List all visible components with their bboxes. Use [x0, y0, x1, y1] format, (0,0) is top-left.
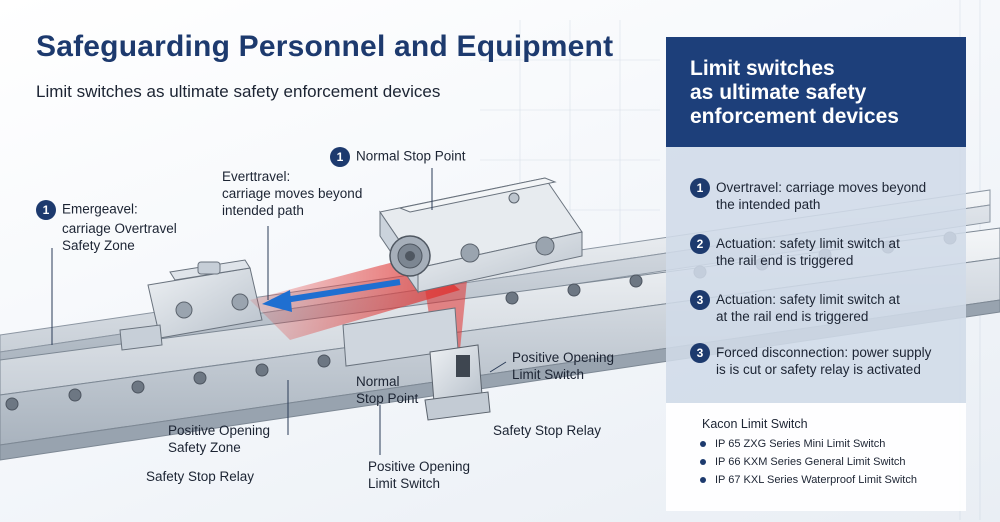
leader-lines	[51, 168, 507, 455]
product-list-title: Kacon Limit Switch	[702, 417, 808, 431]
callout-safety-stop-relay-right: Safety Stop Relay	[493, 423, 602, 438]
callout-normal-stop-point-lower: Normal Stop Point	[356, 374, 419, 406]
page-title: Safeguarding Personnel and Equipment	[36, 30, 614, 63]
step-number-badge: 2	[690, 234, 710, 254]
product-list-box	[666, 403, 966, 511]
callout-overtravel: Everttravel: carriage moves beyond inten…	[222, 169, 363, 218]
callout-positive-opening-limit-switch-right: Positive Opening Limit Switch	[512, 350, 615, 382]
page-subtitle: Limit switches as ultimate safety enforc…	[36, 82, 441, 101]
panel-title: Limit switches as ultimate safety enforc…	[690, 57, 899, 128]
step-number-badge: 1	[690, 178, 710, 198]
positive-opening-limit-switch	[424, 344, 491, 421]
bullet-icon	[700, 459, 706, 466]
step-badge: 1	[330, 147, 350, 167]
bullet-icon	[700, 441, 706, 448]
carriage-motion-arrow	[262, 279, 401, 312]
left-limit-stop-block	[119, 259, 263, 351]
step-badge: 1	[36, 200, 56, 220]
callout-safety-stop-relay-left: Safety Stop Relay	[146, 469, 255, 484]
step-number-badge: 3	[690, 290, 710, 310]
product-list-item: IP 66 KXM Series General Limit Switch	[700, 456, 906, 468]
callout-positive-opening-limit-switch-bottom: Positive Opening Limit Switch	[368, 459, 471, 491]
step-number-badge: 3	[690, 343, 710, 363]
callout-positive-opening-safety-zone: Positive Opening Safety Zone	[168, 423, 271, 455]
product-list-item: IP 65 ZXG Series Mini Limit Switch	[700, 438, 885, 450]
panel-steps-background	[666, 147, 966, 403]
carriage-block	[379, 177, 583, 294]
panel-header: Limit switches as ultimate safety enforc…	[666, 37, 966, 147]
bullet-icon	[700, 477, 706, 484]
product-list-item: IP 67 KXL Series Waterproof Limit Switch	[700, 474, 917, 486]
